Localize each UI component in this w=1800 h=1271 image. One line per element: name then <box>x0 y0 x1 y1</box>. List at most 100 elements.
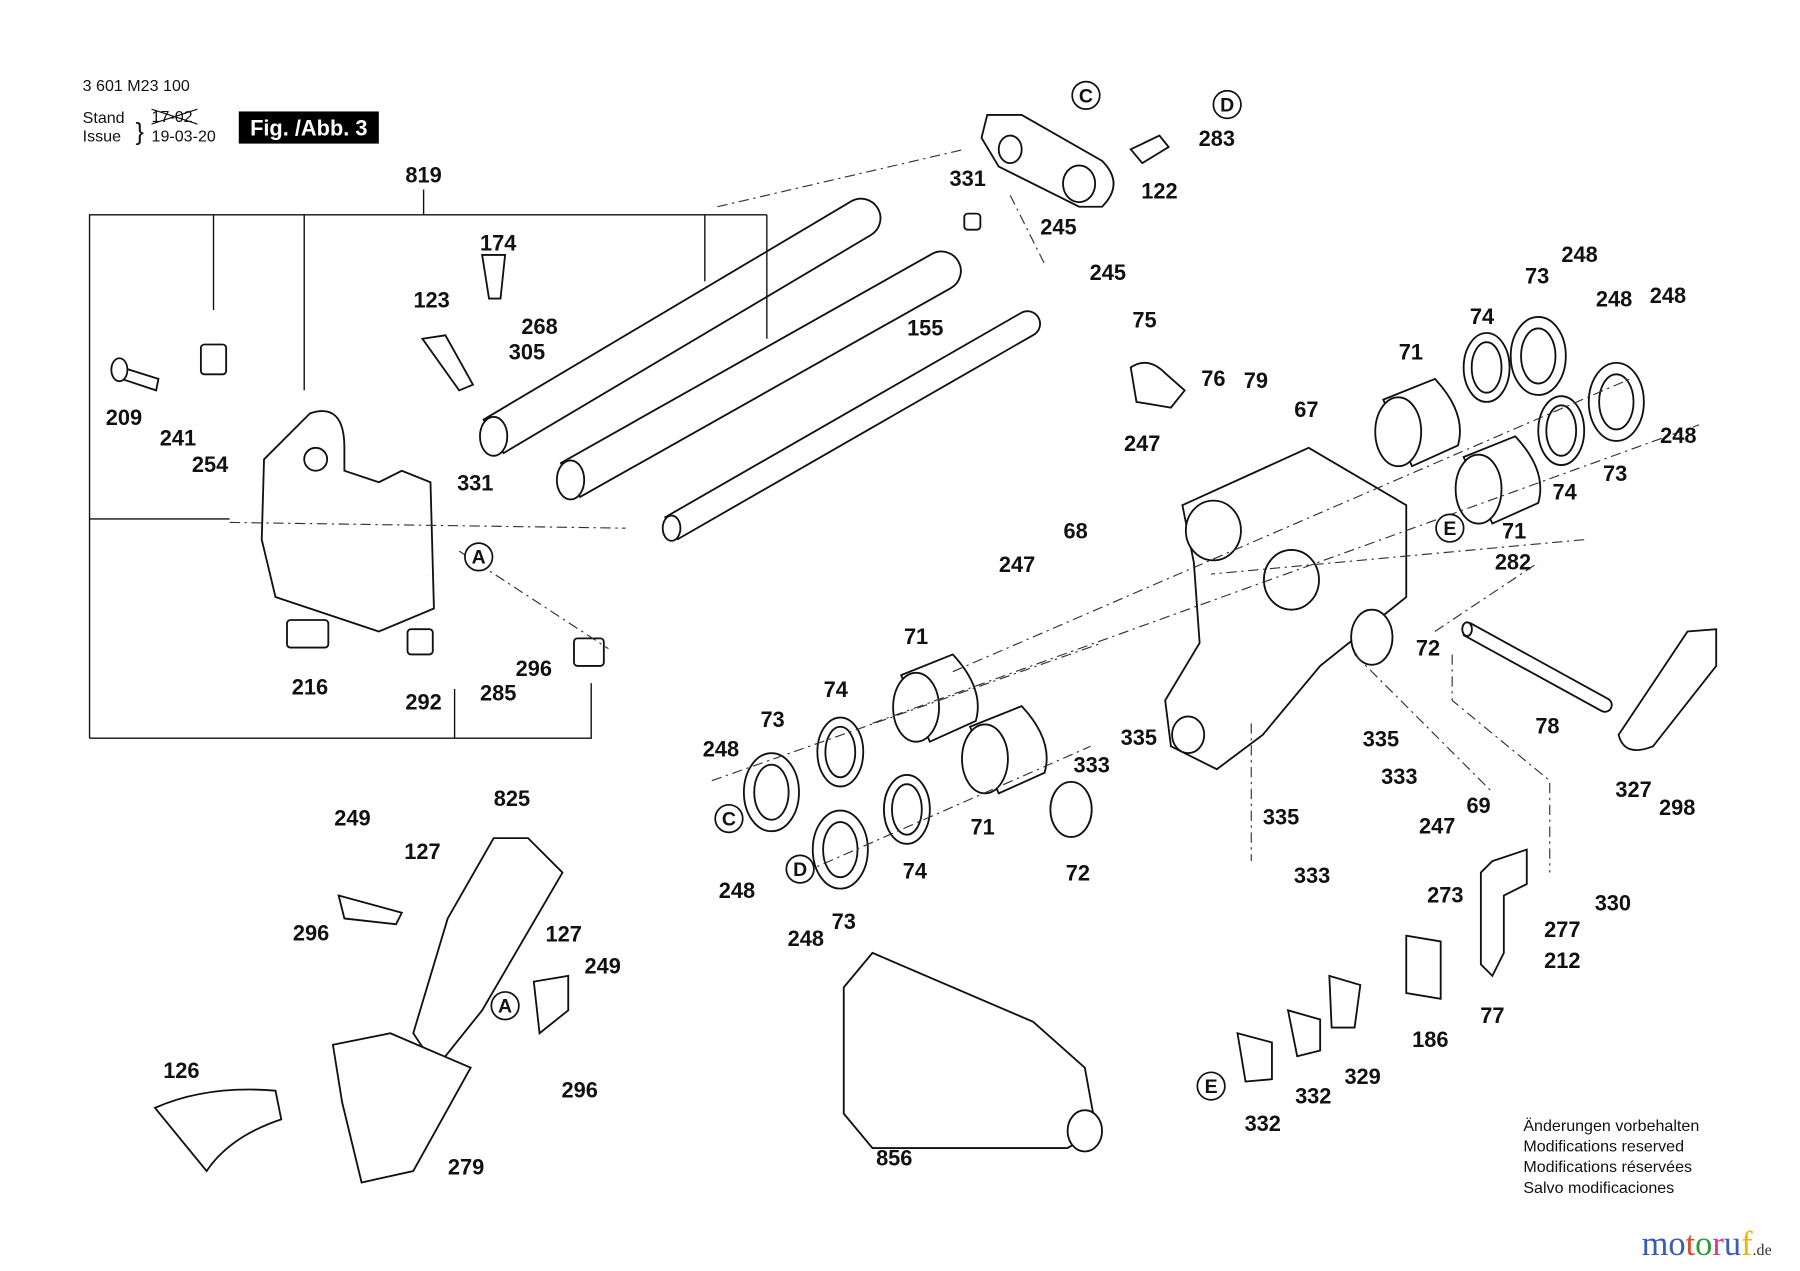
assembly-axis <box>717 148 965 208</box>
plate-73-inner <box>1520 327 1557 385</box>
screw-331 <box>963 212 982 231</box>
part-label-856: 856 <box>876 1145 912 1170</box>
pad-186 <box>1405 934 1442 1000</box>
clip-283 <box>1129 134 1170 165</box>
note-fr: Modifications réservées <box>1523 1158 1692 1176</box>
side-housing <box>260 410 435 633</box>
motoruf-logo: motoruf.de <box>1642 1225 1772 1263</box>
part-label-335: 335 <box>1363 726 1399 751</box>
part-label-825: 825 <box>494 786 530 811</box>
part-label-76: 76 <box>1201 366 1225 391</box>
part-label-254: 254 <box>192 452 228 477</box>
part-label-174: 174 <box>480 230 516 255</box>
note-de: Änderungen vorbehalten <box>1523 1117 1699 1135</box>
stand-label: Stand <box>83 109 125 127</box>
part-label-292: 292 <box>405 690 441 715</box>
part-label-335: 335 <box>1121 725 1157 750</box>
part-label-186: 186 <box>1412 1027 1448 1052</box>
assembly-axis <box>1211 539 1585 575</box>
part-label-127: 127 <box>404 839 440 864</box>
marker-E: E <box>1205 1076 1218 1098</box>
part-label-74: 74 <box>903 858 927 883</box>
arm-bore <box>1062 164 1097 204</box>
guide-tube-upper-end <box>479 415 509 457</box>
part-label-330: 330 <box>1595 890 1631 915</box>
screw-292 <box>406 628 434 656</box>
part-label-249: 249 <box>334 805 370 830</box>
brace: } <box>135 118 143 146</box>
part-label-212: 212 <box>1544 948 1580 973</box>
marker-circle-A <box>464 542 494 572</box>
bushing-right <box>573 637 605 667</box>
marker-C: C <box>722 808 736 830</box>
clip-123 <box>420 334 475 392</box>
part-label-245: 245 <box>1090 260 1126 285</box>
part-label-285: 285 <box>480 680 516 705</box>
housing-bore-3 <box>1171 715 1206 755</box>
part-label-79: 79 <box>1244 368 1268 393</box>
part-label-71: 71 <box>1502 518 1526 543</box>
plate-73-inner <box>1598 373 1635 431</box>
knob-75 <box>1129 361 1186 409</box>
part-label-248: 248 <box>788 926 824 951</box>
leader-lines <box>88 148 1700 874</box>
figure-badge <box>238 111 379 144</box>
part-label-123: 123 <box>413 288 449 313</box>
part-label-268: 268 <box>521 314 557 339</box>
part-label-77: 77 <box>1480 1003 1504 1028</box>
part-label-73: 73 <box>1525 264 1549 289</box>
part-label-73: 73 <box>1603 461 1627 486</box>
notes: Änderungen vorbehalten Modifications res… <box>1523 1117 1699 1197</box>
marker-circle-C <box>1071 80 1101 111</box>
part-label-329: 329 <box>1344 1064 1380 1089</box>
bracket-77 <box>1479 848 1528 978</box>
assembly-bracket-819 <box>88 189 768 739</box>
assembly-axis <box>952 378 1631 673</box>
rod-155-end <box>661 514 682 542</box>
part-label-126: 126 <box>163 1058 199 1083</box>
part-label-333: 333 <box>1381 764 1417 789</box>
logo-letter: f <box>1741 1225 1753 1263</box>
part-label-332: 332 <box>1295 1083 1331 1108</box>
part-label-73: 73 <box>832 909 856 934</box>
marker-circle-D <box>785 854 815 884</box>
part-label-67: 67 <box>1294 397 1318 422</box>
disc-72 <box>1350 608 1394 666</box>
assembly-axis <box>1451 654 1551 873</box>
note-es: Salvo modificaciones <box>1523 1179 1674 1197</box>
part-label-75: 75 <box>1132 307 1156 332</box>
part-label-819: 819 <box>405 163 441 188</box>
part-label-122: 122 <box>1141 179 1177 204</box>
guide-tube-lower <box>559 250 962 499</box>
issue-date: 19-03-20 <box>152 127 216 145</box>
assembly-axis <box>1434 562 1539 632</box>
logo-letter: m <box>1642 1225 1669 1263</box>
housing-bore <box>303 446 329 472</box>
marker-A: A <box>472 547 486 569</box>
part-label-248: 248 <box>1596 287 1632 312</box>
assembly-axis <box>1354 654 1493 793</box>
issue-label: Issue <box>83 127 121 145</box>
part-label-249: 249 <box>584 954 620 979</box>
part-label-332: 332 <box>1245 1111 1281 1136</box>
housing-bore-1 <box>1184 499 1242 562</box>
hood-lower <box>331 1032 472 1184</box>
marker-C: C <box>1079 85 1093 107</box>
part-number: 3 601 M23 100 <box>83 77 190 95</box>
part-label-73: 73 <box>760 707 784 732</box>
marker-circle-C <box>714 803 744 834</box>
guide-tube-upper <box>482 197 882 455</box>
logo-suffix: .de <box>1753 1242 1772 1259</box>
part-label-298: 298 <box>1659 795 1695 820</box>
ring-74-inner <box>1545 404 1578 457</box>
arm-bore-2 <box>997 134 1023 165</box>
part-label-71: 71 <box>904 624 928 649</box>
marker-A: A <box>498 996 512 1018</box>
old-date: 17-02 <box>152 108 193 126</box>
part-label-216: 216 <box>292 675 328 700</box>
part-label-127: 127 <box>545 921 581 946</box>
sleeve-71-b-bore <box>1454 453 1503 525</box>
part-label-305: 305 <box>509 339 545 364</box>
part-label-248: 248 <box>719 878 755 903</box>
